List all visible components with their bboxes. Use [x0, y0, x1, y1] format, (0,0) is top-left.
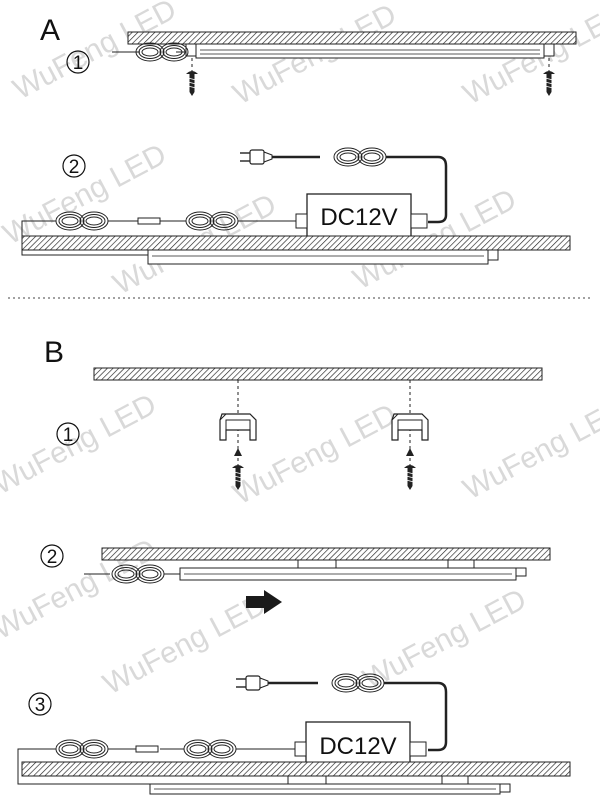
section-b-step-3: 3 DC12V	[17, 673, 571, 795]
power-supply-label: DC12V	[319, 733, 396, 760]
ceiling-surface	[21, 235, 571, 251]
step-circle	[40, 544, 64, 568]
step-number: 2	[69, 157, 80, 178]
section-a-step-1: 1	[66, 31, 577, 97]
section-b-step-2: 2	[40, 544, 551, 614]
power-supply-box	[305, 721, 411, 767]
ceiling-surface	[21, 761, 571, 777]
connector	[137, 217, 161, 225]
section-b-label: B	[44, 336, 64, 369]
step-number: 1	[63, 425, 74, 446]
step-circle	[62, 154, 86, 178]
plug-icon	[239, 149, 273, 165]
section-b-step-1: 1	[56, 367, 543, 491]
screw-icon	[542, 70, 556, 97]
cable-coil	[333, 147, 387, 167]
step-circle	[28, 692, 52, 716]
end-cap	[499, 783, 511, 793]
cable-coil	[55, 739, 109, 759]
step-number: 3	[35, 695, 46, 716]
watermark-text: WuFeng LED	[0, 388, 162, 501]
ceiling-surface	[127, 31, 577, 45]
watermark-text: WuFeng LED	[8, 0, 182, 106]
screw-icon	[185, 70, 199, 97]
end-cap	[185, 43, 197, 57]
watermark-layer: WuFeng LED WuFeng LED WuFeng LED WuFeng …	[0, 0, 600, 701]
step-number: 1	[73, 53, 84, 74]
power-supply-label: DC12V	[320, 204, 397, 231]
end-cap	[515, 567, 527, 577]
ceiling-surface	[93, 367, 543, 381]
cable-coil	[183, 739, 237, 759]
section-a-label: A	[40, 14, 60, 47]
section-a-step-2: 2 DC12V	[21, 147, 571, 265]
screw-icon	[403, 464, 417, 491]
connector	[135, 745, 159, 753]
end-cap	[487, 249, 499, 261]
ceiling-surface	[101, 547, 551, 561]
watermark-text: WuFeng LED	[0, 138, 172, 251]
watermark-text: WuFeng LED	[358, 583, 532, 696]
led-bar-profile	[195, 43, 545, 59]
plug-icon	[235, 675, 269, 691]
led-bar-profile	[147, 249, 489, 265]
step-circle	[56, 422, 80, 446]
step-circle	[66, 50, 90, 74]
arrow-right-icon	[246, 590, 282, 614]
watermark-text: WuFeng LED	[458, 393, 600, 506]
step-number: 2	[47, 547, 58, 568]
watermark-text: WuFeng LED	[228, 398, 402, 511]
end-cap	[543, 43, 555, 57]
